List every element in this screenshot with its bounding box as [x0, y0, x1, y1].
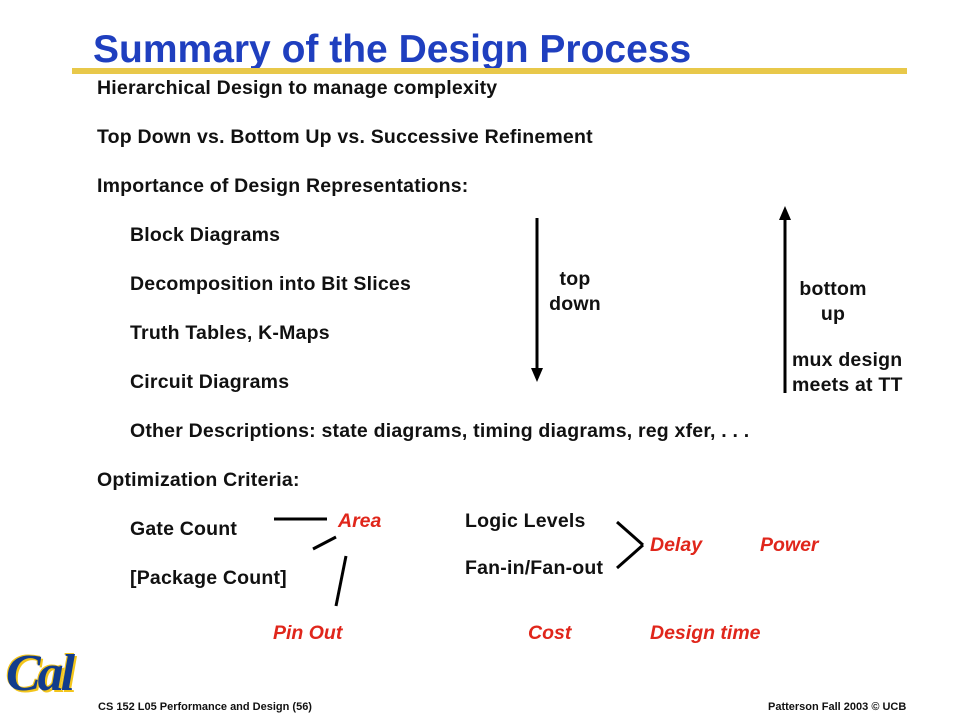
rep-circuit-diagrams: Circuit Diagrams: [130, 371, 290, 393]
slide-title: Summary of the Design Process: [93, 28, 692, 71]
power-label: Power: [760, 534, 819, 556]
delay-connectors: [616, 520, 644, 570]
mux-note-line2: meets at TT: [792, 374, 903, 396]
design-time-label: Design time: [650, 622, 761, 644]
top-down-label-line1: top: [559, 268, 591, 290]
bottom-up-arrow: [779, 206, 791, 393]
package-count-label: [Package Count]: [130, 567, 287, 589]
cost-label: Cost: [528, 622, 572, 644]
gate-count-label: Gate Count: [130, 518, 238, 540]
title-underline: [72, 68, 907, 74]
bottom-up-label-line2: up: [820, 303, 846, 325]
rep-block-diagrams: Block Diagrams: [130, 224, 281, 246]
pin-out-label: Pin Out: [273, 622, 343, 644]
bullet-hierarchical: Hierarchical Design to manage complexity: [97, 77, 498, 99]
footer-copyright: Patterson Fall 2003 © UCB: [768, 701, 907, 713]
fan-in-out-label: Fan-in/Fan-out: [465, 557, 604, 579]
bullet-representations: Importance of Design Representations:: [97, 175, 469, 197]
rep-bit-slices: Decomposition into Bit Slices: [130, 273, 411, 295]
top-down-label-line2: down: [549, 293, 601, 315]
cal-logo: Cal: [6, 645, 75, 702]
optimization-heading: Optimization Criteria:: [97, 469, 300, 491]
top-down-arrow: [531, 218, 543, 382]
footer-course: CS 152 L05 Performance and Design (56): [98, 701, 312, 713]
rep-other-descriptions: Other Descriptions: state diagrams, timi…: [130, 420, 750, 442]
delay-label: Delay: [650, 534, 703, 556]
mux-note-line1: mux design: [792, 349, 903, 371]
logic-levels-label: Logic Levels: [465, 510, 586, 532]
rep-truth-tables: Truth Tables, K-Maps: [130, 322, 330, 344]
area-connectors: [274, 517, 348, 607]
bottom-up-label-line1: bottom: [799, 278, 867, 300]
bullet-top-down: Top Down vs. Bottom Up vs. Successive Re…: [97, 126, 593, 148]
area-label: Area: [338, 510, 382, 532]
